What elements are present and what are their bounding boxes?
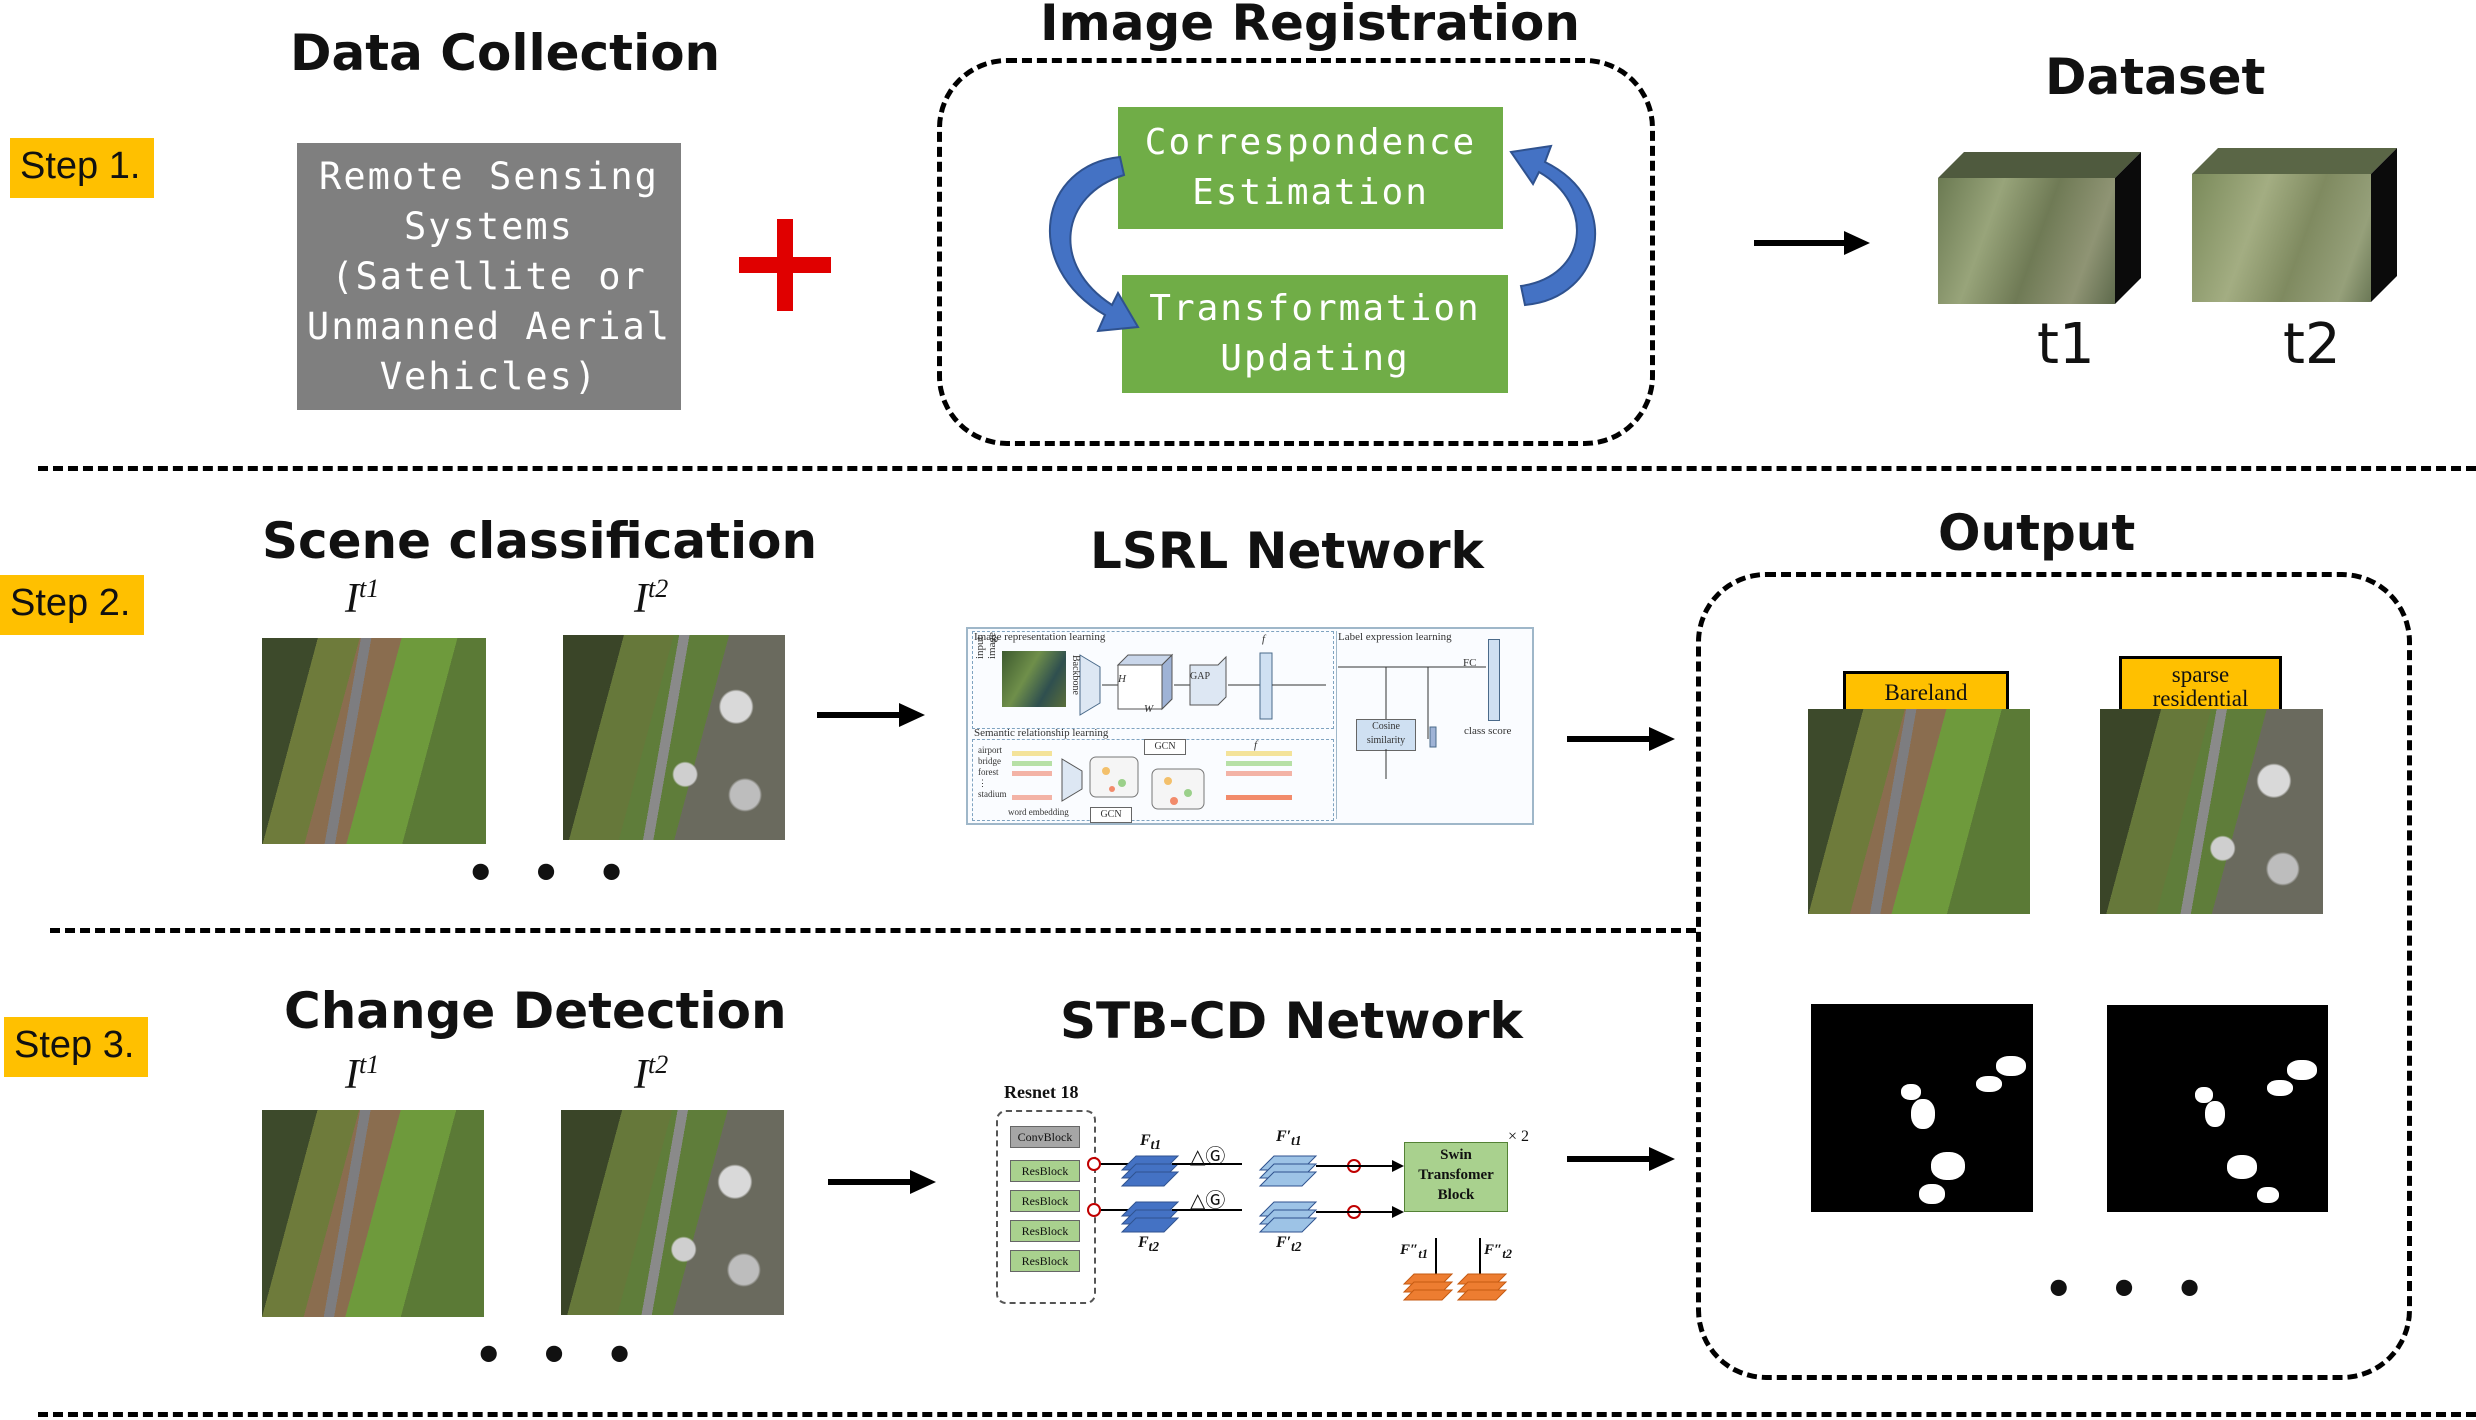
class-score-bar	[1488, 639, 1500, 721]
arrow-right-icon	[1567, 1147, 1675, 1171]
arrow-right-icon	[1754, 231, 1870, 255]
change-mask-t1	[1811, 1004, 2033, 1212]
transformation-updating-box: Transformation Updating	[1122, 275, 1508, 393]
resnet-label: Resnet 18	[1004, 1082, 1079, 1102]
gcn-box-top: GCN	[1144, 739, 1186, 755]
res-block-1: ResBlock	[1010, 1160, 1080, 1182]
ft1-double-prime-label: F″t1	[1400, 1242, 1429, 1261]
scene-image-t1	[262, 638, 486, 844]
ellipsis-output: • • •	[2044, 1262, 2215, 1316]
dataset-cube-t2	[2192, 148, 2397, 302]
word-stadium: stadium	[978, 789, 1007, 799]
word-ellipsis: ⋮	[978, 778, 987, 788]
image-registration-title: Image Registration	[1040, 0, 1580, 52]
label-expr-lines	[1338, 666, 1486, 779]
res-block-3: ResBlock	[1010, 1220, 1080, 1242]
lsrl-network-figure: Image representation learning Label expr…	[966, 627, 1534, 825]
output-container	[1696, 572, 2412, 1380]
h-label: H	[1118, 673, 1126, 685]
delta-g-bottom: △Ⓖ	[1190, 1190, 1226, 1212]
fc-label: FC	[1463, 657, 1477, 669]
dataset-label-t1: t1	[2037, 312, 2095, 377]
ellipsis-cd: • • •	[474, 1328, 645, 1382]
feature-label-top: f	[1262, 633, 1266, 645]
semantic-rel-caption: Semantic relationship learning	[974, 727, 1109, 739]
feature-label-bottom: f	[1254, 739, 1258, 751]
cycle-arrow-right-icon	[1509, 144, 1596, 307]
cosine-similarity-box: Cosine similarity	[1356, 719, 1416, 751]
arrow-right-icon	[1567, 727, 1675, 751]
conv-block: ConvBlock	[1010, 1126, 1080, 1148]
divider-1	[38, 466, 2476, 471]
cd-image-t2	[561, 1110, 784, 1315]
ft2-label: Ft2	[1138, 1234, 1160, 1255]
step-3-label: Step 3.	[4, 1017, 149, 1077]
output-scene-image-t2	[2100, 709, 2323, 914]
word-embedding-label: word embedding	[1008, 807, 1069, 817]
backbone-label: Backbone	[1070, 655, 1081, 695]
dataset-title: Dataset	[2045, 48, 2266, 106]
cd-image-label-t2: It2	[634, 1050, 669, 1098]
swin-transformer-block: Swin Transfomer Block	[1404, 1142, 1508, 1212]
plus-icon	[739, 219, 831, 311]
arrow-right-icon	[817, 703, 925, 727]
w-label: W	[1144, 703, 1154, 715]
image-repr-caption: Image representation learning	[974, 631, 1106, 643]
change-detection-title: Change Detection	[284, 982, 787, 1040]
image-label-t1: It1	[345, 574, 380, 622]
delta-g-top: △Ⓖ	[1190, 1146, 1226, 1168]
lsrl-network-title: LSRL Network	[1090, 522, 1484, 580]
input-image-caption: input image	[974, 632, 998, 659]
ellipsis-scene: • • •	[466, 846, 637, 900]
image-repr-region	[972, 631, 1334, 729]
divider-3	[38, 1412, 2476, 1417]
image-repr-diagram	[1079, 652, 1326, 720]
times-two-label: × 2	[1508, 1128, 1530, 1145]
image-label-t2: It2	[634, 574, 669, 622]
image-registration-container	[937, 58, 1655, 446]
dataset-label-t2: t2	[2283, 312, 2341, 377]
cd-image-label-t1: It1	[345, 1050, 380, 1098]
step-2-label: Step 2.	[0, 575, 145, 635]
scene-image-t2	[563, 635, 785, 840]
correspondence-estimation-box: Correspondence Estimation	[1118, 107, 1503, 229]
label-expr-caption: Label expression learning	[1338, 631, 1452, 643]
scene-classification-title: Scene classification	[262, 512, 818, 570]
cycle-arrow-left-icon	[1049, 155, 1140, 333]
ft2-prime-label: F′t2	[1276, 1234, 1302, 1255]
gcn-box-bottom: GCN	[1090, 807, 1132, 823]
semantic-rel-diagram	[1012, 751, 1292, 810]
data-collection-title: Data Collection	[290, 24, 721, 82]
word-forest: forest	[978, 767, 999, 777]
arrow-right-icon	[828, 1170, 936, 1194]
stbcd-network-figure: Resnet 18 ConvBlock ResBlock ResBlock Re…	[968, 1078, 1548, 1306]
word-bridge: bridge	[978, 756, 1001, 766]
word-list: airport bridge forest ⋮ stadium	[978, 745, 1038, 800]
word-airport: airport	[978, 745, 1002, 755]
step-1-label: Step 1.	[10, 138, 155, 198]
output-title: Output	[1938, 504, 2136, 562]
ft1-prime-label: F′t1	[1276, 1128, 1302, 1149]
cd-image-t1	[262, 1110, 484, 1317]
stbcd-diagram-shapes	[1087, 1155, 1508, 1301]
ft1-label: Ft1	[1140, 1132, 1162, 1153]
change-mask-t2	[2107, 1005, 2328, 1212]
divider-2	[50, 928, 1696, 933]
class-score-label: class score	[1464, 725, 1512, 737]
input-image-thumb	[1002, 651, 1066, 707]
res-block-2: ResBlock	[1010, 1190, 1080, 1212]
dataset-cube-t1	[1938, 152, 2141, 304]
remote-sensing-box: Remote Sensing Systems (Satellite or Unm…	[297, 143, 681, 410]
output-scene-image-t1	[1808, 709, 2030, 914]
stbcd-network-title: STB-CD Network	[1060, 992, 1523, 1050]
ft2-double-prime-label: F″t2	[1484, 1242, 1513, 1261]
res-block-4: ResBlock	[1010, 1250, 1080, 1272]
gap-label: GAP	[1190, 671, 1211, 682]
figure-separator	[1336, 631, 1337, 819]
